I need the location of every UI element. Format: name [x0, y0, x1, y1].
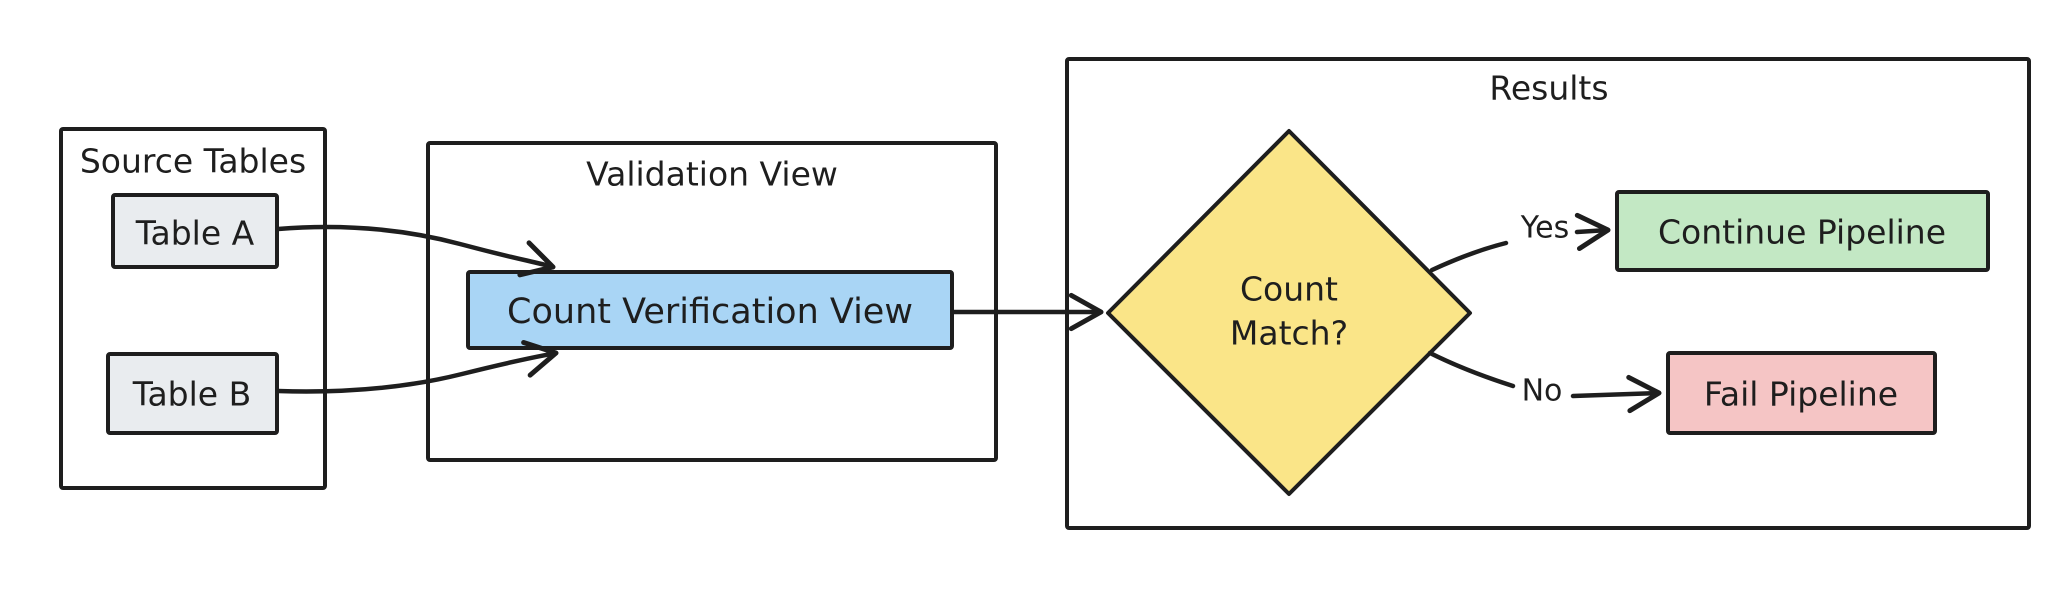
- count-verification-view-label: Count Verification View: [507, 292, 913, 332]
- edges: Yes No: [275, 211, 1662, 414]
- source-tables-title: Source Tables: [80, 142, 306, 181]
- fail-pipeline-node: [1666, 351, 1937, 435]
- continue-pipeline-node: [1615, 190, 1990, 272]
- source-tables-group: Source Tables Table A Table B: [59, 127, 327, 490]
- count-match-decision-node: [1106, 129, 1472, 496]
- edge-no-arrow: [1570, 374, 1662, 414]
- table-b-label: Table B: [132, 375, 251, 414]
- count-match-label-line2: Match?: [1230, 314, 1348, 353]
- count-match-label-line1: Count: [1240, 270, 1338, 309]
- continue-pipeline-label: Continue Pipeline: [1658, 213, 1946, 252]
- edge-no-label: No: [1522, 374, 1563, 409]
- edge-yes-line: [1429, 240, 1509, 273]
- edge-no-line: [1427, 350, 1516, 389]
- fail-pipeline-label: Fail Pipeline: [1704, 375, 1898, 414]
- edge-table-a-to-verification-arrow: [275, 224, 556, 278]
- edge-yes-arrowhead-line: [1574, 212, 1611, 252]
- edge-table-b-to-verification-arrow: [275, 340, 559, 394]
- validation-view-group: Validation View Count Verification View: [426, 141, 998, 462]
- table-a-label: Table A: [135, 214, 255, 253]
- edge-yes-label: Yes: [1520, 211, 1569, 246]
- table-b-node: [106, 352, 279, 435]
- results-title: Results: [1489, 69, 1608, 108]
- results-group: Results Count Match? Continue Pipeline F…: [1065, 57, 2031, 530]
- validation-view-title: Validation View: [586, 155, 838, 194]
